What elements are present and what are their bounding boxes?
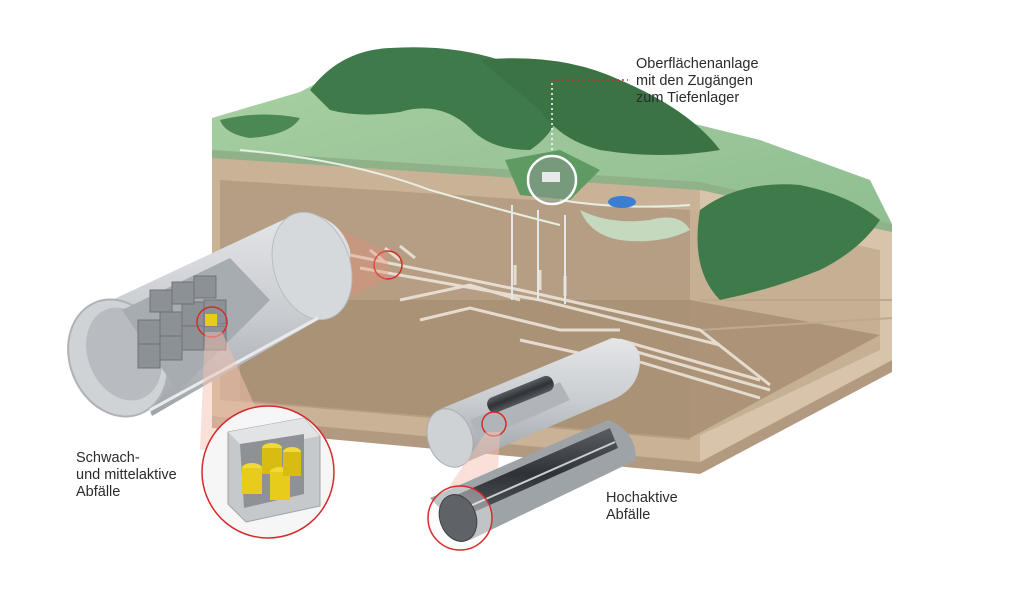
label-surface-facility: Oberflächenanlage mit den Zugängen zum T… — [636, 56, 759, 106]
high-level-detail — [427, 420, 636, 551]
detail-beam-2 — [440, 432, 500, 500]
label-high-level-waste: Hochaktive Abfälle — [606, 490, 678, 523]
waste-drum-icon — [205, 314, 217, 326]
tunnel-marker-circle — [373, 250, 403, 280]
waste-drum-group — [242, 443, 301, 500]
surface-facility-icon — [505, 79, 628, 304]
tunnel-network — [349, 244, 771, 400]
canister-icon — [487, 375, 554, 413]
label-low-medium-waste: Schwach- und mittelaktive Abfälle — [76, 450, 177, 500]
low-medium-detail — [201, 405, 335, 539]
